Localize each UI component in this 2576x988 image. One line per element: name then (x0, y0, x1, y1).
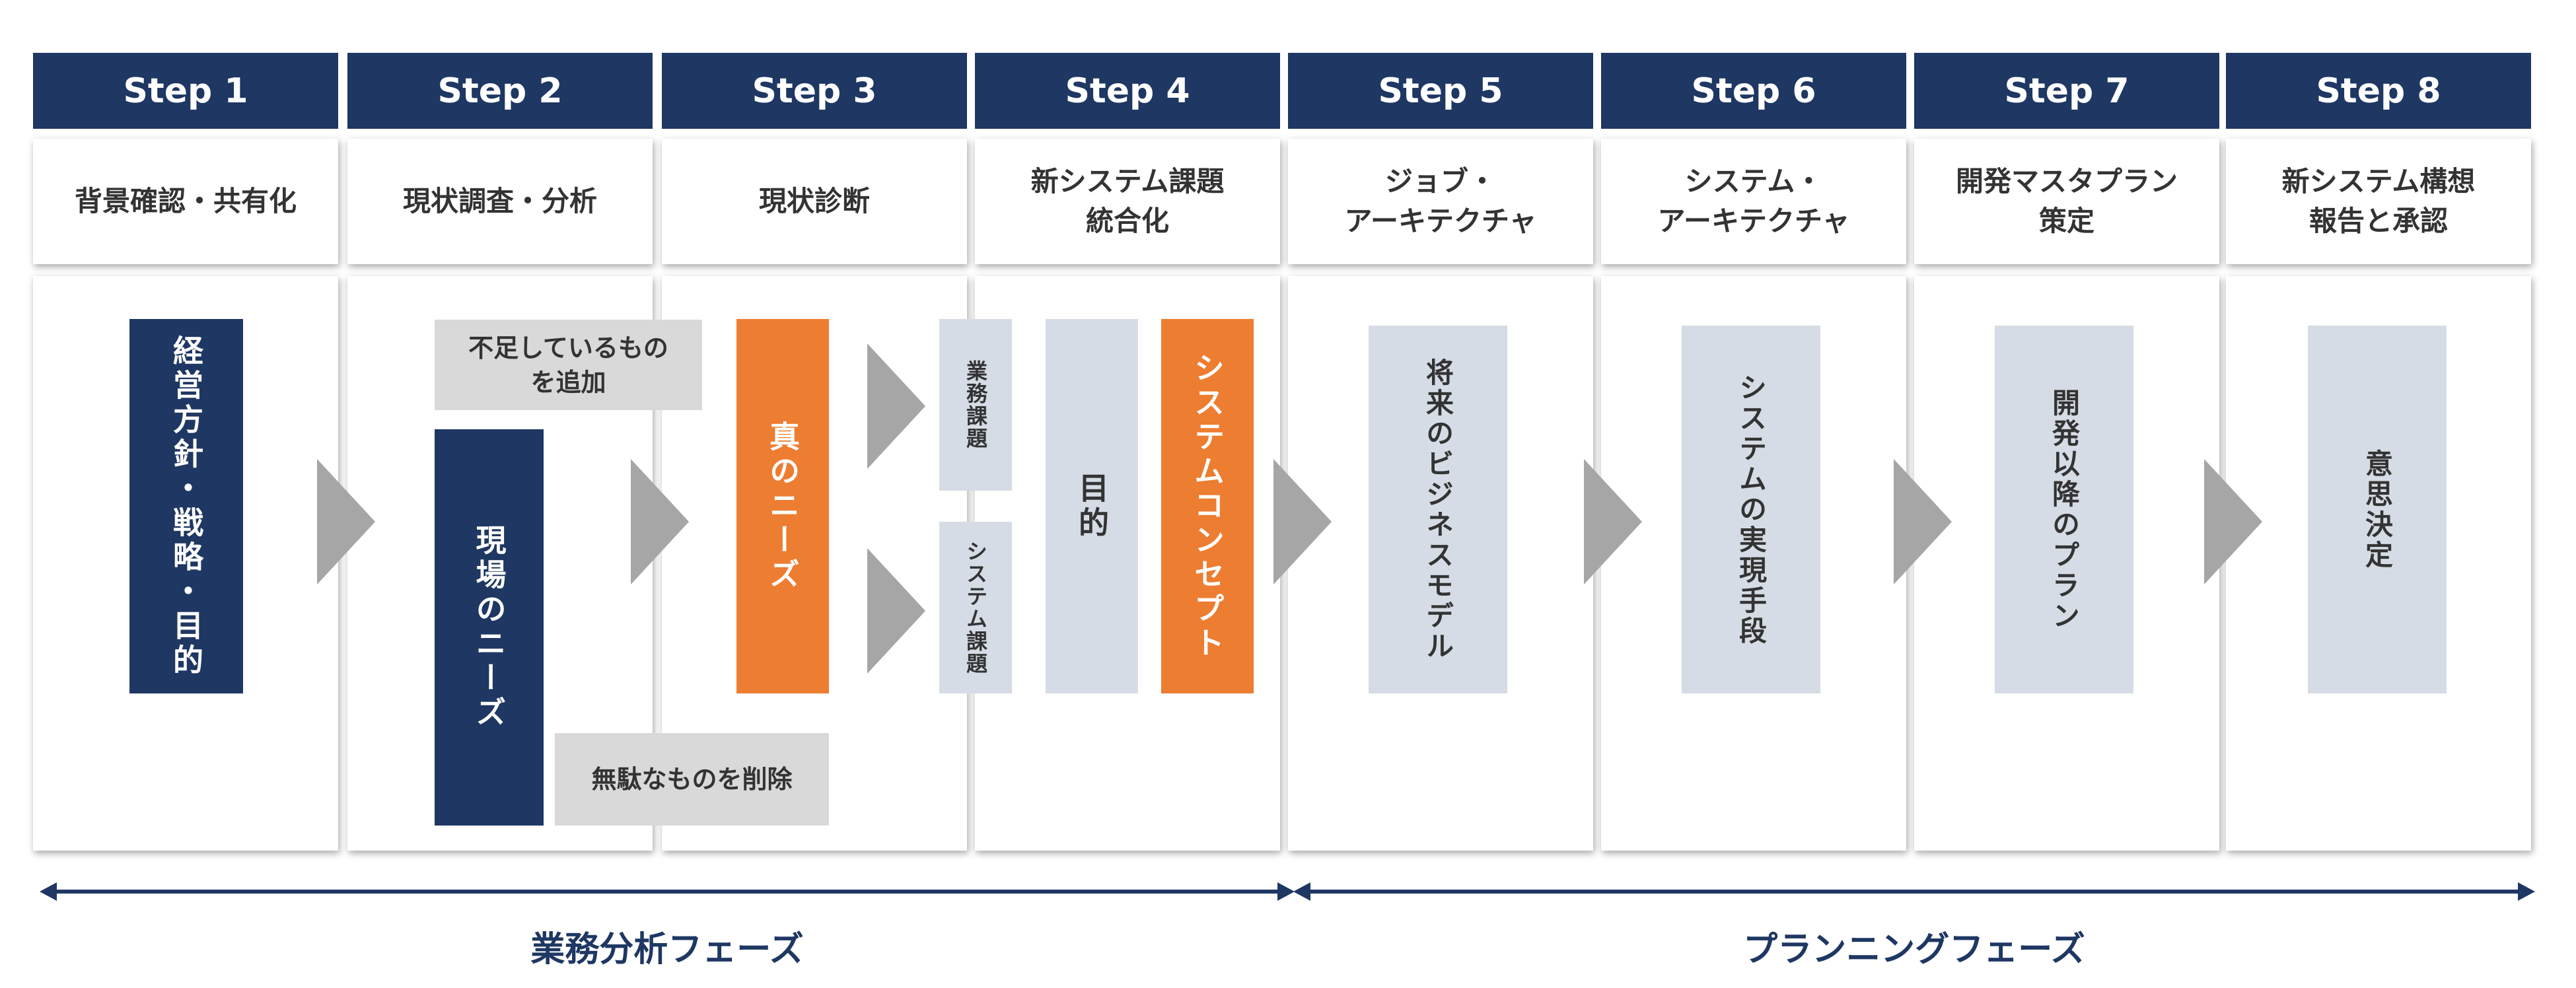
step-1-title: 背景確認・共有化 (33, 139, 338, 264)
step-3-title: 現状診断 (662, 139, 967, 264)
step-8-header: Step 8 (2226, 53, 2531, 129)
step-7-header: Step 7 (1914, 53, 2219, 129)
step-6-title: システム・ アーキテクチャ (1601, 139, 1906, 264)
planning-phase-arrow-icon (1293, 882, 2535, 901)
arrow-right-icon (631, 459, 689, 584)
step-5-title: ジョブ・ アーキテクチャ (1288, 139, 1593, 264)
future-business-model-box: 将来のビジネスモデル (1369, 326, 1507, 693)
arrow-right-icon (317, 459, 375, 584)
add-missing-box: 不足しているもの を追加 (435, 320, 702, 410)
system-issues-box: システム課題 (939, 522, 1012, 693)
arrow-right-icon (1273, 459, 1332, 584)
arrow-right-icon (867, 548, 925, 674)
step-4-title: 新システム課題 統合化 (975, 139, 1280, 264)
step-7-title: 開発マスタプラン 策定 (1914, 139, 2219, 264)
remove-waste-box: 無駄なものを削除 (555, 733, 829, 826)
arrow-right-icon (867, 343, 925, 469)
arrow-right-icon (2204, 459, 2262, 584)
purpose-box: 目的 (1046, 319, 1138, 693)
step-6-header: Step 6 (1601, 53, 1906, 129)
step-5-header: Step 5 (1288, 53, 1593, 129)
arrow-right-icon (1894, 459, 1952, 584)
step-2-header: Step 2 (347, 53, 653, 129)
analysis-phase-label: 業務分析フェーズ (530, 930, 804, 970)
business-issues-box: 業務課題 (939, 319, 1012, 491)
analysis-phase-arrow-icon (40, 882, 1295, 901)
decision-box: 意思決定 (2308, 326, 2447, 693)
step-4-header: Step 4 (975, 53, 1280, 129)
step-2-title: 現状調査・分析 (347, 139, 653, 264)
field-needs-box: 現場のニーズ (435, 429, 544, 826)
arrow-right-icon (1584, 459, 1642, 584)
planning-phase-label: プランニングフェーズ (1743, 930, 2085, 970)
step-8-title: 新システム構想 報告と承認 (2226, 139, 2531, 264)
step-1-header: Step 1 (33, 53, 338, 129)
true-needs-box: 真のニーズ (736, 319, 829, 693)
step-3-header: Step 3 (662, 53, 967, 129)
system-means-box: システムの実現手段 (1682, 326, 1820, 693)
policy-box: 経営方針・戦略・目的 (129, 319, 243, 693)
post-development-plan-box: 開発以降のプラン (1995, 326, 2133, 693)
system-concept-box: システムコンセプト (1161, 319, 1254, 693)
